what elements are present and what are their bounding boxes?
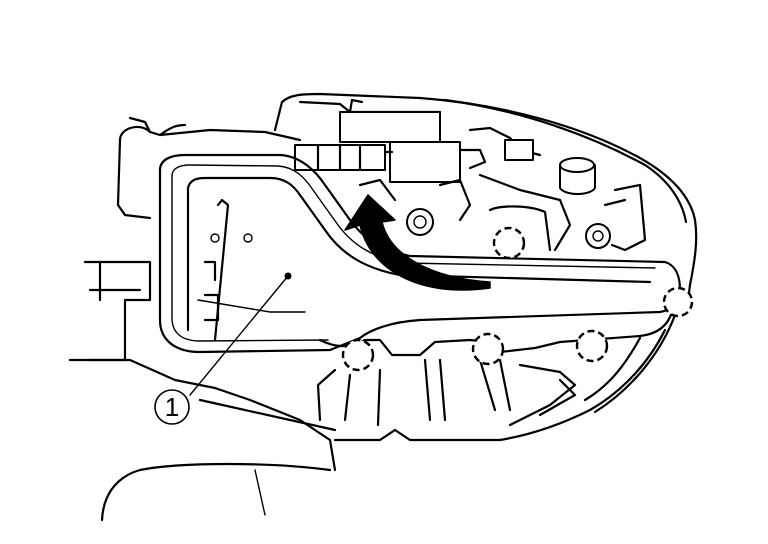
removal-arrow	[344, 194, 491, 291]
mirror-housing	[273, 92, 698, 442]
door-body	[68, 260, 337, 522]
lower-mechanism	[316, 358, 577, 427]
callout-label: 1	[165, 392, 179, 422]
clip-locations	[341, 226, 694, 372]
turn-signal-lamp	[158, 153, 682, 357]
callout-circle	[154, 389, 190, 425]
clip-marker	[471, 332, 505, 366]
clip-marker	[575, 329, 609, 363]
mirror-base	[116, 116, 302, 220]
internal-mechanism	[294, 98, 647, 252]
callout-1: 1	[154, 272, 292, 425]
clip-marker	[662, 286, 694, 318]
clip-marker	[492, 226, 526, 260]
clip-marker	[341, 338, 375, 372]
callout-leader-line	[189, 275, 289, 396]
